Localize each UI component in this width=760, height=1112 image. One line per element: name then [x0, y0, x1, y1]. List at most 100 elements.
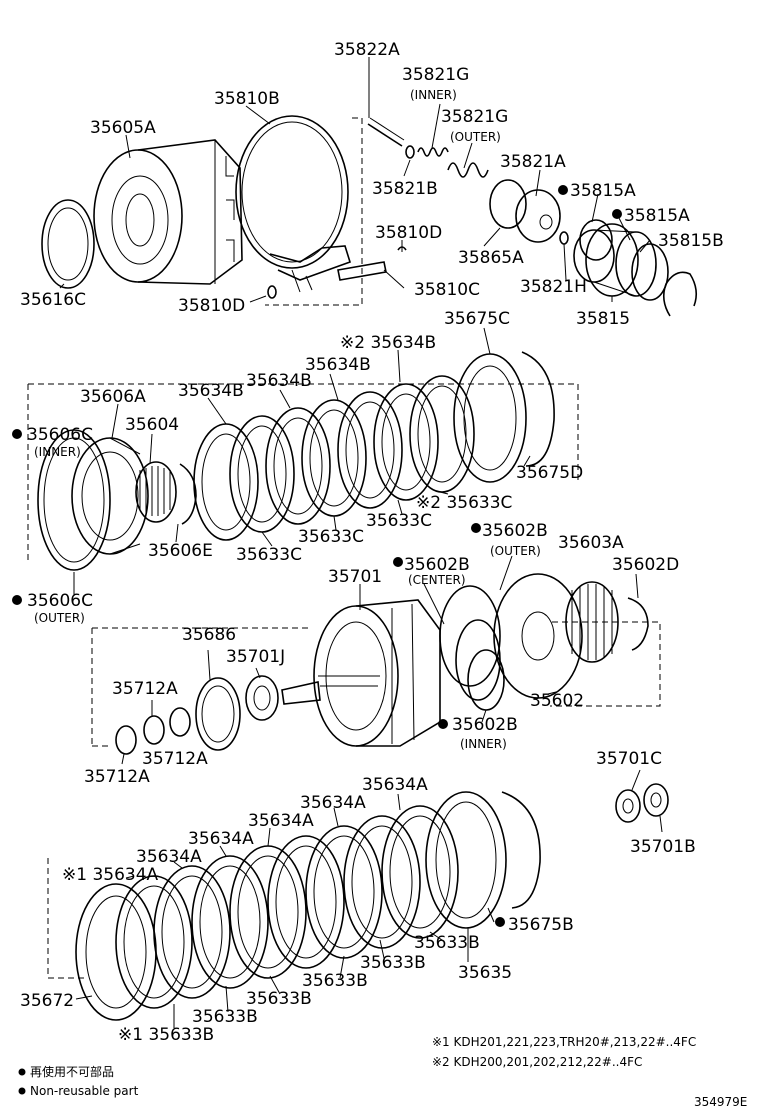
part-35602	[493, 573, 583, 699]
label-35633C-4: 35633C	[236, 545, 302, 565]
label-35633B-1: 35633B	[414, 933, 480, 953]
note-2: ※2 KDH200,201,202,212,22#..4FC	[432, 1055, 642, 1069]
note-1: ※1 KDH201,221,223,TRH20#,213,22#..4FC	[432, 1035, 696, 1049]
label-35602: 35602	[530, 691, 584, 711]
label-35634B-2: 35634B	[305, 355, 371, 375]
legend-dot-icon	[18, 1068, 26, 1076]
label-35821G-inner-sub: (INNER)	[410, 88, 457, 102]
part-35701B	[643, 783, 669, 817]
label-35606E: 35606E	[148, 541, 213, 561]
label-35810D-2: 35810D	[178, 296, 245, 316]
part-labels: 35822A 35821G (INNER) 35810B 35821G (OUT…	[20, 40, 724, 1045]
label-35675D: 35675D	[516, 463, 583, 483]
part-35602D	[627, 597, 649, 651]
label-35603A: 35603A	[558, 533, 624, 553]
part-35712A-1	[115, 725, 137, 755]
label-35675B: 35675B	[508, 915, 574, 935]
legend-jp: 再使用不可部品	[30, 1064, 114, 1079]
part-35605A	[93, 139, 243, 285]
label-35701C: 35701C	[596, 749, 662, 769]
label-35712A-3: 35712A	[84, 767, 150, 787]
part-35606E	[179, 463, 197, 525]
label-35634B-1: ※2 35634B	[340, 333, 436, 353]
part-35701C	[615, 789, 641, 823]
label-35634A-6: ※1 35634A	[62, 865, 159, 885]
label-35634B-4: 35634B	[178, 381, 244, 401]
part-35602B-inner	[467, 649, 505, 711]
label-35602B-outer-sub: (OUTER)	[490, 544, 541, 558]
label-35634A-3: 35634A	[248, 811, 314, 831]
label-35634A-2: 35634A	[300, 793, 366, 813]
drum-group	[91, 573, 669, 823]
label-35821B: 35821B	[372, 179, 438, 199]
part-35686	[195, 677, 241, 751]
part-35603A	[565, 581, 619, 663]
label-35672: 35672	[20, 991, 74, 1011]
label-35616C: 35616C	[20, 290, 86, 310]
label-35606C-outer-sub: (OUTER)	[34, 611, 85, 625]
label-35633B-2: 35633B	[360, 953, 426, 973]
label-35606C-outer: 35606C	[27, 591, 93, 611]
part-35815A-2	[631, 243, 669, 301]
part-35606A	[71, 437, 149, 555]
part-35821G-inner	[417, 147, 449, 157]
part-35821B	[405, 145, 415, 159]
label-35604: 35604	[125, 415, 179, 435]
part-35821A	[515, 189, 561, 243]
non-reusable-markers	[12, 185, 622, 927]
part-35606C-outer	[37, 429, 111, 571]
part-35865A	[489, 179, 527, 229]
label-35810C: 35810C	[414, 280, 480, 300]
part-35701J	[245, 675, 279, 721]
part-35821G-outer	[447, 162, 489, 178]
label-35821G-outer-sub: (OUTER)	[450, 130, 501, 144]
part-35821H	[559, 231, 569, 245]
label-35815A-2: 35815A	[624, 206, 690, 226]
part-35815B	[662, 271, 698, 317]
label-35633C-2: 35633C	[366, 511, 432, 531]
part-35604	[135, 461, 177, 523]
plates-35634A-35633B	[75, 805, 459, 1021]
label-35701: 35701	[328, 567, 382, 587]
part-35712A-2	[143, 715, 165, 745]
label-35701J: 35701J	[226, 647, 285, 667]
label-35633B-4: 35633B	[246, 989, 312, 1009]
label-35606C-inner-sub: (INNER)	[34, 445, 81, 459]
label-35602B-center-sub: (CENTER)	[408, 573, 466, 587]
label-35602B-inner-sub: (INNER)	[460, 737, 507, 751]
label-35822A: 35822A	[334, 40, 400, 60]
part-35635	[425, 791, 507, 929]
part-35810B	[235, 115, 351, 293]
part-35602B-outer	[439, 585, 501, 687]
label-35821G-inner: 35821G	[402, 65, 469, 85]
label-35810B: 35810B	[214, 89, 280, 109]
part-35810D-2	[267, 285, 277, 299]
label-35633B-3: 35633B	[302, 971, 368, 991]
part-35675D	[521, 351, 555, 467]
label-35602B-outer: 35602B	[482, 521, 548, 541]
label-35605A: 35605A	[90, 118, 156, 138]
part-35675B	[501, 791, 541, 909]
label-35712A-2: 35712A	[142, 749, 208, 769]
label-35633B-6: ※1 35633B	[118, 1025, 214, 1045]
label-35815: 35815	[576, 309, 630, 329]
label-35675C: 35675C	[444, 309, 510, 329]
label-35712A-1: 35712A	[112, 679, 178, 699]
label-35821A: 35821A	[500, 152, 566, 172]
label-35606A: 35606A	[80, 387, 146, 407]
label-35633C-1: ※2 35633C	[416, 493, 512, 513]
part-35822A	[367, 123, 403, 147]
leader-lines	[59, 57, 663, 1028]
label-35635: 35635	[458, 963, 512, 983]
legend: 再使用不可部品 Non-reusable part	[18, 1064, 139, 1098]
label-35865A: 35865A	[458, 248, 524, 268]
part-35616C	[41, 199, 95, 289]
part-35712A-3	[169, 707, 191, 737]
label-35602B-inner: 35602B	[452, 715, 518, 735]
top-group	[41, 115, 698, 317]
label-35821H: 35821H	[520, 277, 587, 297]
label-35602B-center: 35602B	[404, 555, 470, 575]
part-35701	[281, 599, 441, 747]
label-35815B: 35815B	[658, 231, 724, 251]
